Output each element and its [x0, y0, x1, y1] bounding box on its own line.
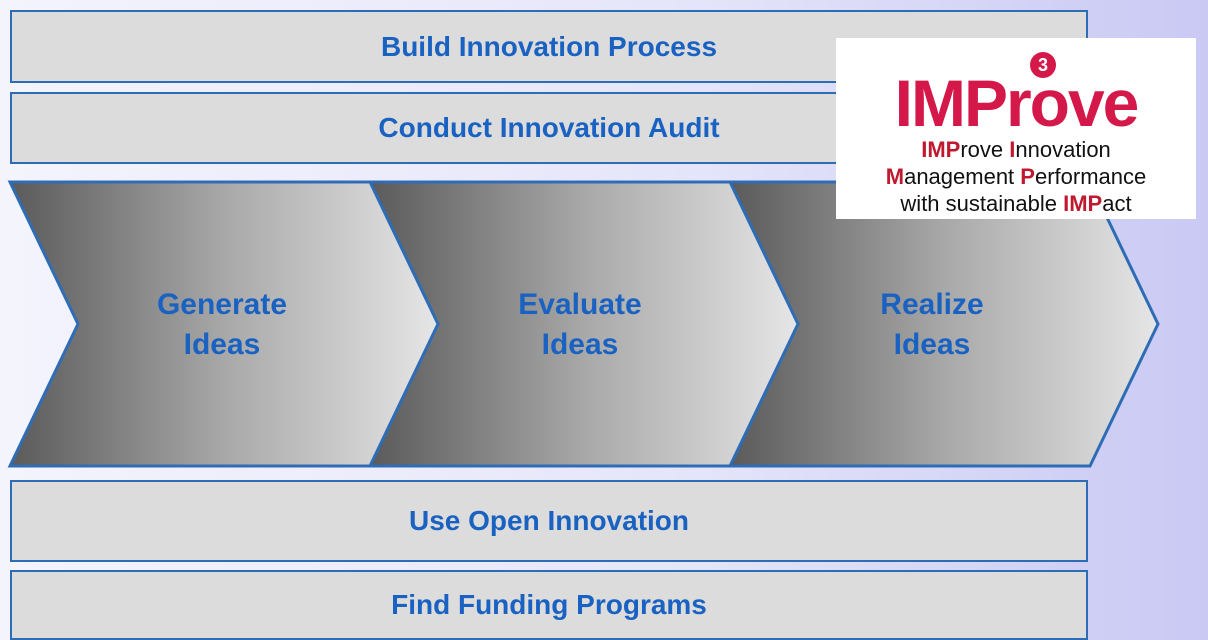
improve-logo-superscript: 3	[1030, 52, 1056, 78]
conduct-innovation-audit-label: Conduct Innovation Audit	[378, 112, 720, 143]
logo-line1-hl1: IMP	[921, 137, 961, 162]
logo-line2-hl2: P	[1020, 164, 1035, 189]
logo-line2-rest1: anagement	[904, 164, 1021, 189]
realize-ideas-label: Realize Ideas	[832, 285, 1032, 365]
chevron-generate-ideas	[7, 180, 440, 468]
logo-line3-hl1: IMP	[1063, 191, 1103, 216]
logo-tagline-line1: IMProve Innovation	[836, 136, 1196, 163]
find-funding-programs-label: Find Funding Programs	[391, 589, 707, 620]
generate-ideas-line1: Generate	[156, 288, 288, 321]
realize-ideas-line1: Realize	[880, 288, 984, 321]
generate-ideas-label: Generate Ideas	[122, 285, 322, 365]
improve-logo-tagline: IMProve Innovation Management Performanc…	[836, 136, 1196, 217]
evaluate-ideas-label: Evaluate Ideas	[480, 285, 680, 365]
logo-line1-rest2: nnovation	[1015, 137, 1111, 162]
use-open-innovation-label: Use Open Innovation	[408, 505, 690, 536]
logo-line1-rest1: rove	[960, 137, 1010, 162]
logo-tagline-line2: Management Performance	[836, 163, 1196, 190]
logo-line2-hl1: M	[885, 164, 905, 189]
improve-logo: IMProve 3 IMProve Innovation Management …	[836, 38, 1196, 219]
find-funding-programs-bar: Find Funding Programs	[10, 570, 1088, 640]
generate-ideas-line2: Ideas	[183, 328, 261, 361]
logo-tagline-line3: with sustainable IMPact	[836, 190, 1196, 217]
use-open-innovation-bar: Use Open Innovation	[10, 480, 1088, 562]
build-innovation-process-label: Build Innovation Process	[380, 30, 718, 62]
realize-ideas-line2: Ideas	[893, 328, 971, 361]
evaluate-ideas-line1: Evaluate	[518, 288, 642, 321]
logo-line1-hl2: I	[1009, 137, 1016, 162]
evaluate-ideas-line2: Ideas	[541, 328, 619, 361]
improve-logo-mark: IMProve	[894, 66, 1140, 140]
logo-line2-rest2: erformance	[1034, 164, 1147, 189]
logo-line3-rest1: with sustainable	[900, 191, 1064, 216]
logo-line3-rest2: act	[1102, 191, 1132, 216]
